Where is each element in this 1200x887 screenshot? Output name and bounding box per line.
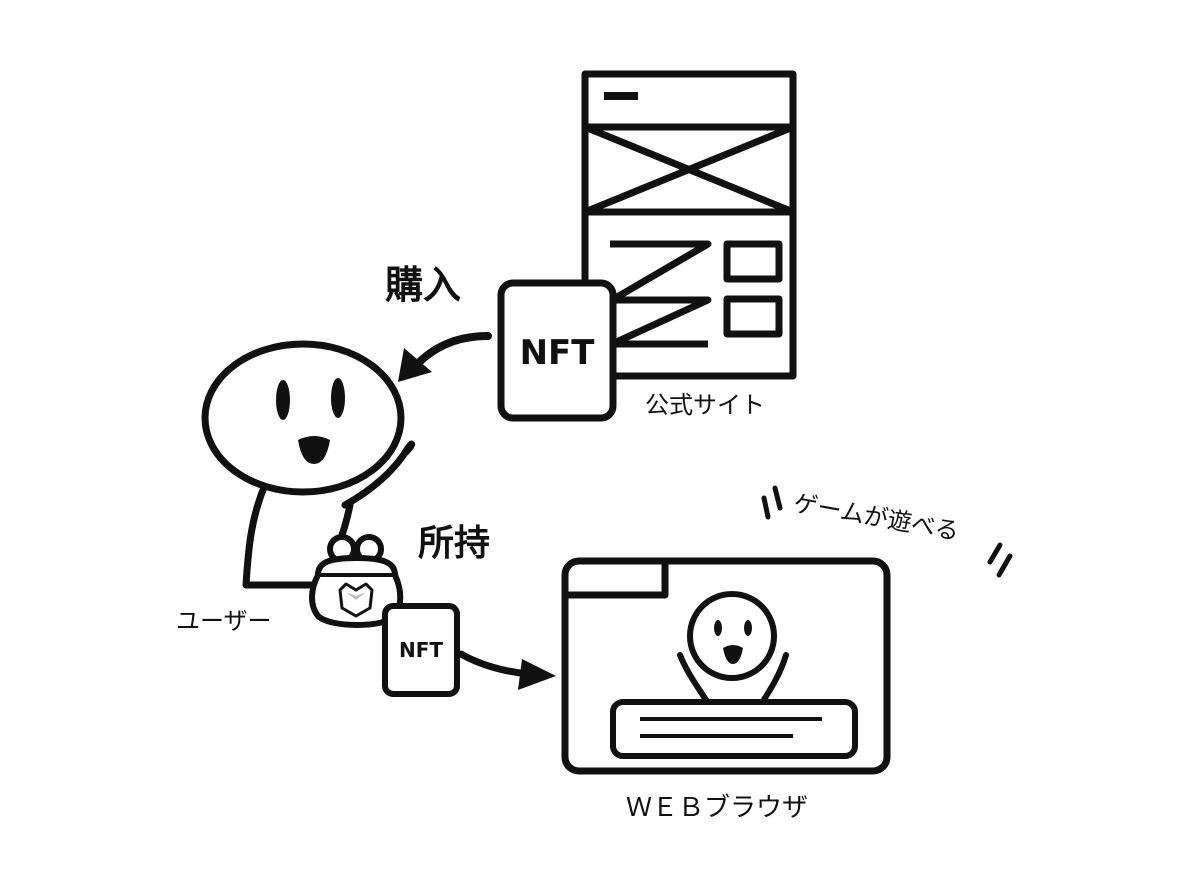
user-mouth <box>298 436 330 464</box>
site-hero-image <box>581 123 797 216</box>
wallet-purse <box>309 534 404 628</box>
own-arrow-shaft <box>457 650 534 678</box>
game-char-head <box>687 591 777 681</box>
web-browser-label: ＷＥＢブラウザ <box>626 793 809 823</box>
site-text-zigzag <box>608 240 712 348</box>
own-arrow-head <box>518 659 556 690</box>
site-thumb-1 <box>723 240 783 283</box>
official-site-wireframe <box>581 70 797 380</box>
purchase-arrow-head <box>398 348 432 382</box>
user-eye-left <box>276 380 290 420</box>
fox-icon-face <box>346 592 366 600</box>
nft-small-label: NFT <box>399 638 443 662</box>
user-head <box>201 340 405 496</box>
browser-tab <box>567 563 669 599</box>
official-site-label: 公式サイト <box>645 391 765 419</box>
user-face <box>276 378 345 464</box>
purchase-label: 購入 <box>385 263 462 307</box>
game-dialog-box <box>610 699 858 759</box>
user-arm <box>341 440 416 509</box>
site-thumb-2 <box>723 295 783 338</box>
hero-cross-2 <box>583 123 795 216</box>
excitement-marks <box>761 485 1013 578</box>
user-eye-right <box>331 378 345 418</box>
nft-card-small: NFT <box>382 603 460 697</box>
site-frame <box>581 70 797 380</box>
nft-card-large: NFT <box>497 279 617 422</box>
own-label: 所持 <box>418 523 491 564</box>
nft-large-label: NFT <box>520 333 596 373</box>
user-label: ユーザー <box>176 607 272 635</box>
game-char-face <box>714 620 752 664</box>
